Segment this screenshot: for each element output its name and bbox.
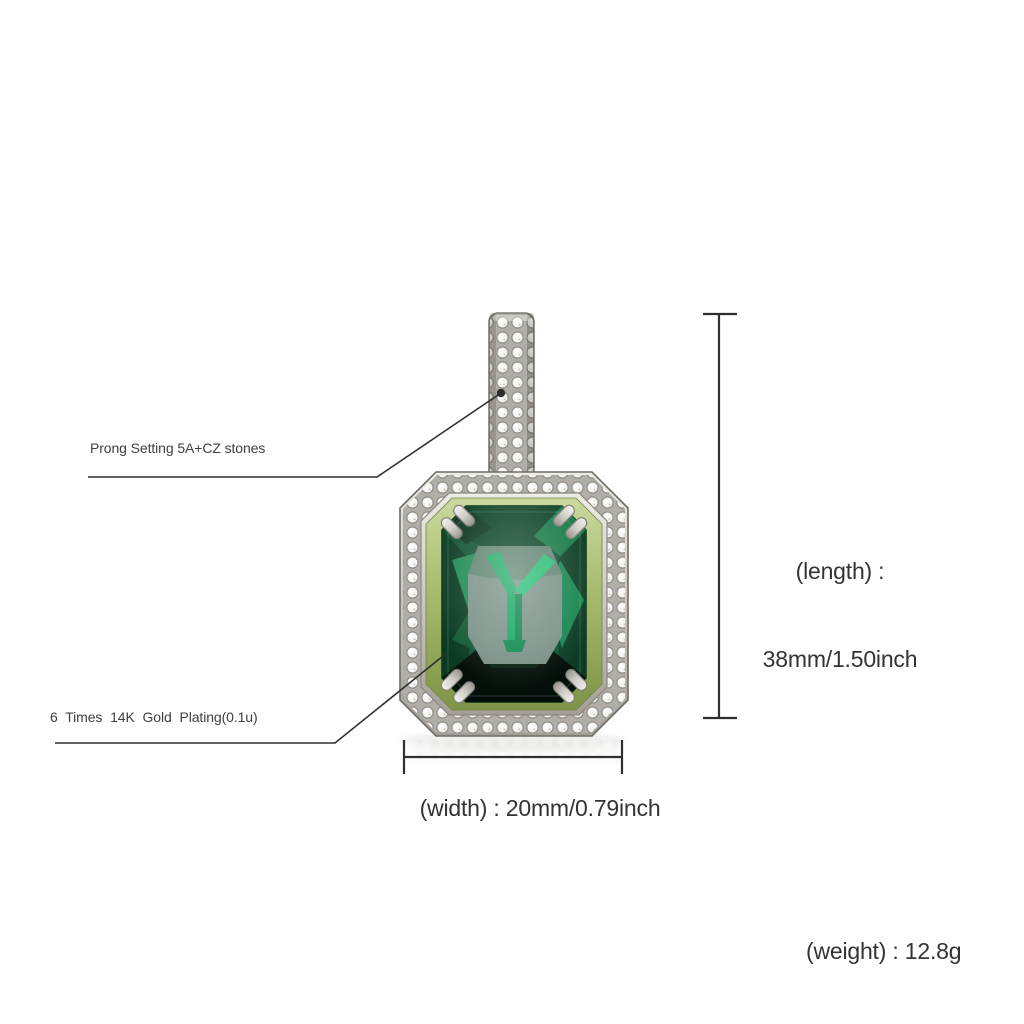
length-dimension-value: 38mm/1.50inch: [762, 646, 918, 673]
plating-leader-line: [55, 651, 449, 744]
length-dimension-line: [703, 312, 737, 720]
pendant-bail: [488, 312, 535, 482]
width-dimension-label: (width) : 20mm/0.79inch: [419, 795, 661, 821]
gemstone: [441, 505, 587, 703]
gold-plating-callout-label: 6 Times 14K Gold Plating(0.1u): [50, 709, 258, 725]
width-dimension-line: [402, 740, 624, 774]
prong-setting-callout-label: Prong Setting 5A+CZ stones: [90, 440, 266, 456]
prong-leader-dot: [496, 388, 506, 398]
length-dimension-title: (length) :: [795, 557, 885, 584]
weight-label: (weight) : 12.8g: [806, 938, 962, 964]
length-dimension-label: (length) : 38mm/1.50inch: [740, 498, 940, 734]
pendant-reflection: [395, 733, 635, 785]
prong-leader-line: [88, 392, 502, 478]
